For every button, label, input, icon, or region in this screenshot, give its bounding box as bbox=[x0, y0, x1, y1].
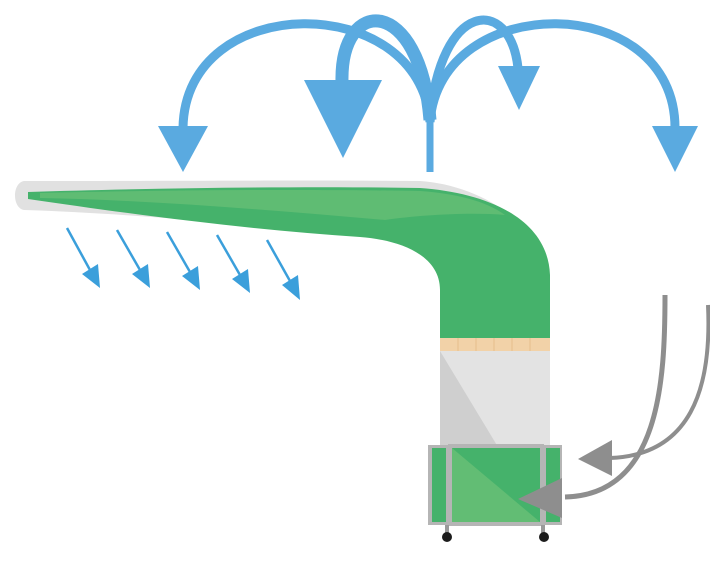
filter-band bbox=[440, 338, 550, 351]
arrowhead-near-right bbox=[498, 66, 540, 110]
extraction-arm-duct bbox=[15, 180, 550, 338]
wheel-left bbox=[442, 532, 452, 542]
supply-air-arc-near-right bbox=[425, 15, 523, 121]
blower-cabinet bbox=[440, 351, 550, 447]
downdraft-arrow bbox=[165, 231, 200, 290]
supply-air-arrows bbox=[178, 14, 680, 172]
return-air-path-lower bbox=[564, 294, 668, 500]
duct-body bbox=[28, 187, 550, 338]
downdraft-arrow bbox=[265, 239, 300, 300]
downdraft-arrow bbox=[65, 227, 100, 288]
filter-unit bbox=[428, 444, 562, 526]
supply-air-arc-near-left bbox=[335, 14, 437, 121]
duct-highlight bbox=[40, 189, 505, 220]
wheel-right bbox=[539, 532, 549, 542]
downdraft-arrow bbox=[115, 229, 150, 288]
arrowhead-far-right bbox=[652, 126, 698, 172]
downdraft-arrow bbox=[215, 234, 250, 293]
supply-air-arc-far-right bbox=[425, 19, 680, 129]
supply-air-arc-far-left bbox=[178, 19, 435, 129]
caster-wheels bbox=[442, 525, 549, 542]
arrowhead-near-left bbox=[304, 80, 382, 158]
return-air-head-upper bbox=[578, 440, 612, 476]
return-air-head-lower bbox=[518, 478, 562, 518]
arrowhead-far-left bbox=[158, 126, 208, 172]
supply-air-arrowheads bbox=[158, 66, 698, 172]
downdraft-arrows bbox=[65, 227, 300, 300]
return-air-arrows bbox=[518, 294, 710, 518]
